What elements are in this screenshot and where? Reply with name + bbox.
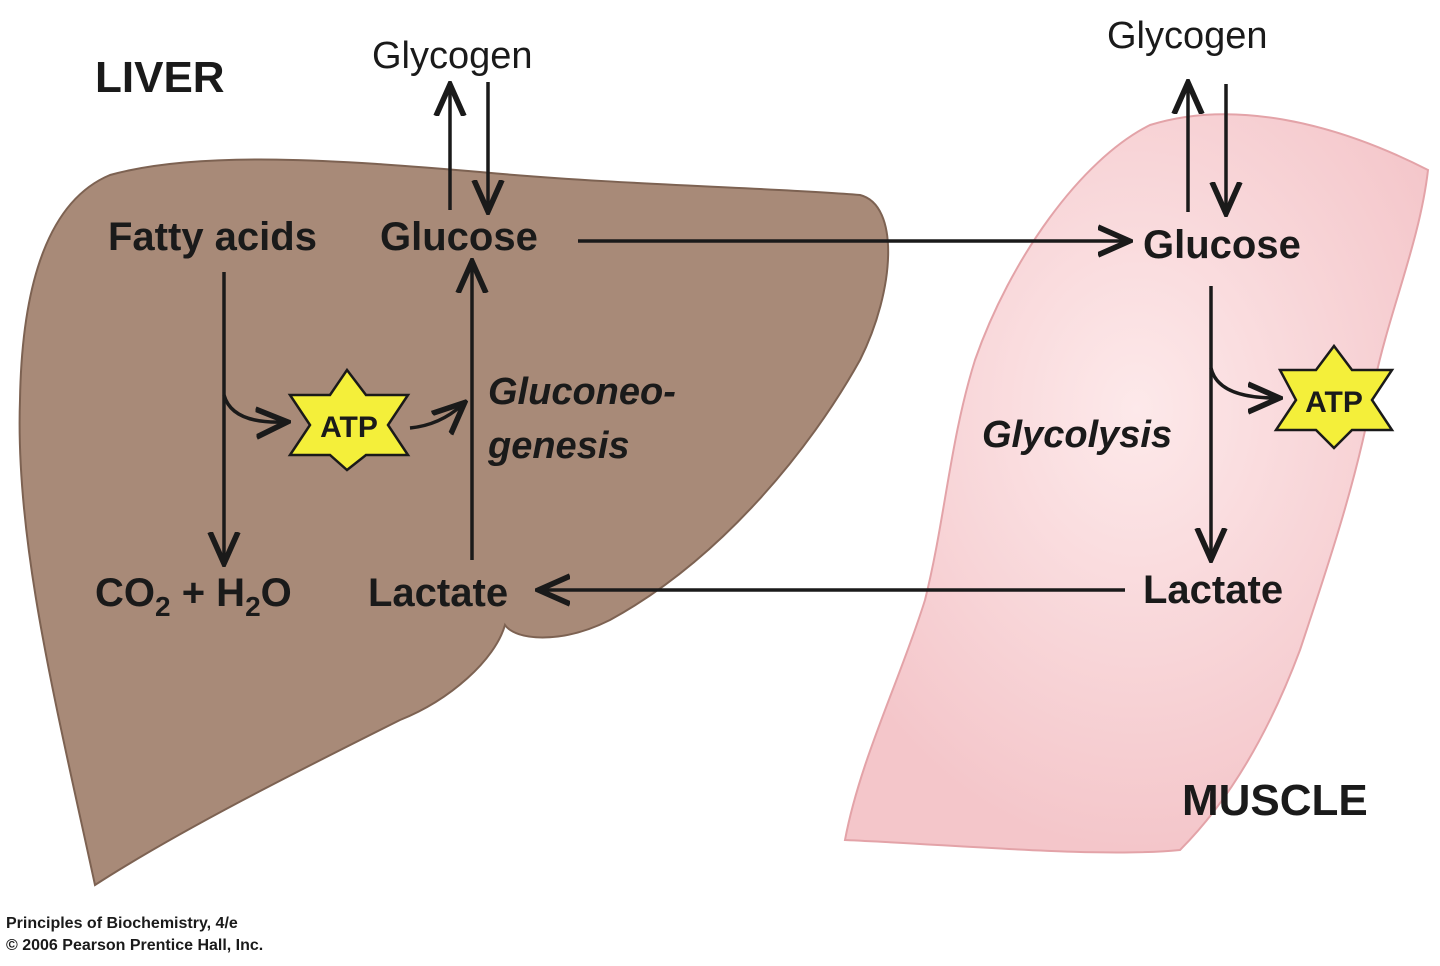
co2-h2o-label: CO2 + H2O: [95, 571, 292, 622]
liver-atp-branch-arrow: [222, 394, 284, 422]
muscle-atp-badge: ATP: [1273, 343, 1395, 450]
liver-lactate-label: Lactate: [368, 571, 508, 615]
liver-atp-badge: ATP: [287, 367, 411, 472]
liver-glucose-label: Glucose: [380, 215, 538, 259]
liver-atp-to-gluconeogenesis-arrow: [409, 405, 462, 428]
gluconeogenesis-label-line1: Gluconeo-: [488, 371, 676, 413]
liver-atp-label: ATP: [320, 411, 378, 444]
muscle-atp-label: ATP: [1305, 386, 1363, 419]
muscle-organ-shape: [843, 113, 1430, 854]
gluconeogenesis-label-line2: genesis: [487, 425, 630, 467]
glycolysis-label: Glycolysis: [982, 414, 1172, 456]
muscle-lactate-label: Lactate: [1143, 568, 1283, 612]
muscle-atp-branch-arrow: [1209, 367, 1276, 398]
liver-label: LIVER: [95, 53, 225, 102]
muscle-atp-star-icon: [1273, 343, 1395, 450]
liver-glycogen-label: Glycogen: [372, 35, 533, 77]
credit-line-1: Principles of Biochemistry, 4/e: [6, 915, 238, 932]
muscle-label: MUSCLE: [1182, 776, 1368, 825]
credit-line-2: © 2006 Pearson Prentice Hall, Inc.: [6, 937, 263, 954]
muscle-glucose-label: Glucose: [1143, 223, 1301, 267]
fatty-acids-label: Fatty acids: [108, 215, 317, 259]
liver-atp-star-icon: [287, 367, 411, 472]
muscle-glycogen-label: Glycogen: [1107, 15, 1268, 57]
liver-organ-shape: [18, 158, 890, 887]
